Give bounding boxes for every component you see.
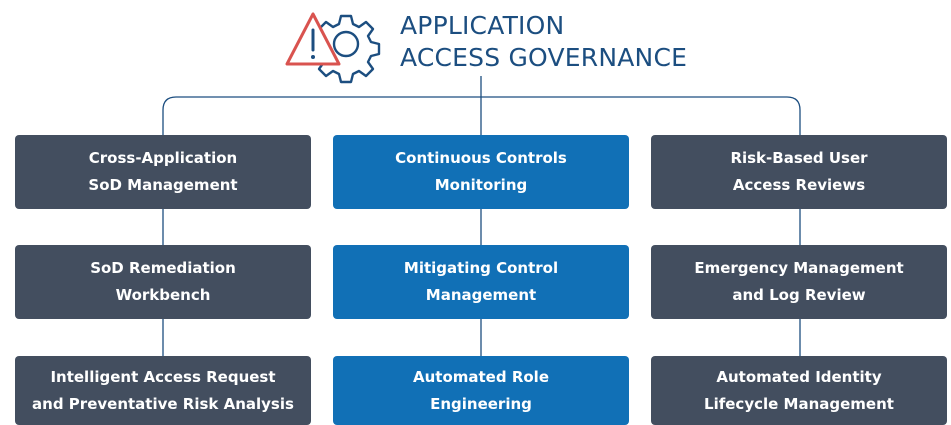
node-label-line-1: Automated Identity: [716, 367, 882, 386]
node-label-line-2: Engineering: [430, 394, 532, 413]
page-title: APPLICATION ACCESS GOVERNANCE: [400, 10, 687, 74]
title-line-2: ACCESS GOVERNANCE: [400, 43, 688, 72]
node-label-line-2: Monitoring: [434, 176, 528, 194]
node-risk-based-reviews: Risk-Based User Access Reviews: [651, 135, 947, 209]
node-label-line-1: Continuous Controls: [395, 149, 567, 167]
node-label-line-2: Management: [425, 286, 537, 304]
node-label-line-2: Lifecycle Management: [704, 394, 894, 413]
node-continuous-controls: Continuous Controls Monitoring: [333, 135, 629, 209]
node-label-line-2: and Preventative Risk Analysis: [32, 394, 294, 413]
node-label-line-2: Workbench: [115, 286, 211, 304]
node-label-line-1: SoD Remediation: [90, 259, 236, 277]
title-line-1: APPLICATION: [400, 11, 565, 40]
node-label-line-1: Mitigating Control: [403, 259, 559, 277]
node-cross-application-sod: Cross-Application SoD Management: [15, 135, 311, 209]
node-label-line-1: Cross-Application: [88, 149, 238, 167]
warning-gear-icon: [285, 12, 381, 84]
node-automated-role: Automated Role Engineering: [333, 356, 629, 425]
node-label-line-2: SoD Management: [88, 176, 238, 194]
node-label-line-2: and Log Review: [732, 286, 866, 304]
node-intelligent-access-request: Intelligent Access Request and Preventat…: [15, 356, 311, 425]
node-automated-identity: Automated Identity Lifecycle Management: [651, 356, 947, 425]
node-label-line-1: Risk-Based User: [730, 149, 868, 167]
node-mitigating-control: Mitigating Control Management: [333, 245, 629, 319]
node-label-line-1: Intelligent Access Request: [50, 367, 276, 386]
node-sod-remediation: SoD Remediation Workbench: [15, 245, 311, 319]
node-label-line-1: Emergency Management: [694, 259, 904, 277]
node-label-line-1: Automated Role: [413, 367, 549, 386]
node-emergency-management: Emergency Management and Log Review: [651, 245, 947, 319]
node-label-line-2: Access Reviews: [732, 176, 866, 194]
